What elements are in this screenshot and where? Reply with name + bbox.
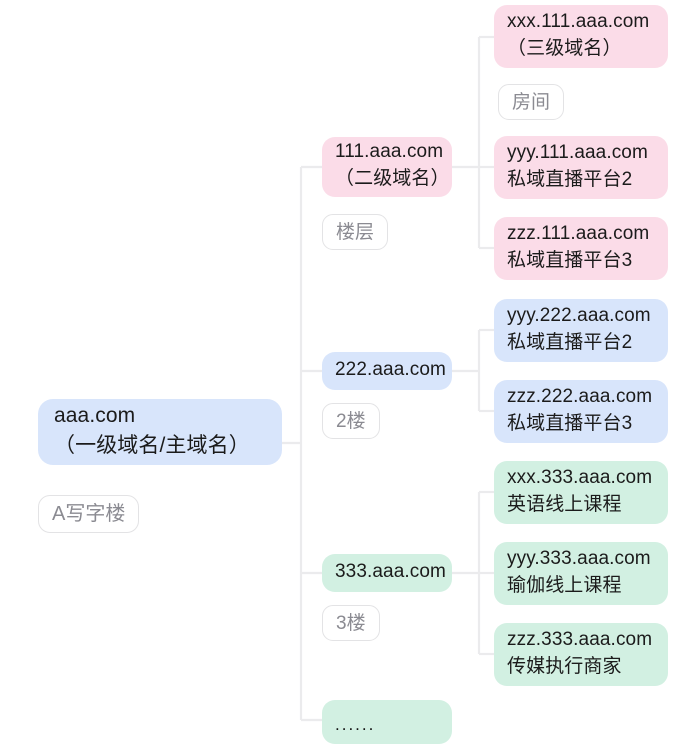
node-root-line2: （一级域名/主域名） (54, 434, 250, 457)
node-leaf-1-3-line1: zzz.111.aaa.com (507, 222, 650, 244)
node-leaf-1-1[interactable]: xxx.111.aaa.com （三级域名） (494, 5, 668, 68)
node-leaf-3-1-line1: xxx.333.aaa.com (507, 466, 653, 488)
node-leaf-3-1-line2: 英语线上课程 (507, 493, 622, 515)
node-leaf-1-2[interactable]: yyy.111.aaa.com 私域直播平台2 (494, 136, 668, 199)
node-leaf-2-1[interactable]: yyy.222.aaa.com 私域直播平台2 (494, 299, 668, 362)
node-leaf-3-2[interactable]: yyy.333.aaa.com 瑜伽线上课程 (494, 542, 668, 605)
node-branch-3-line1: 333.aaa.com (335, 560, 446, 582)
node-branch-1[interactable]: 111.aaa.com （二级域名） (322, 137, 452, 197)
node-root-line1: aaa.com (54, 404, 136, 428)
tag-root: A写字楼 (38, 495, 140, 533)
node-branch-2[interactable]: 222.aaa.com (322, 352, 452, 390)
node-leaf-1-3[interactable]: zzz.111.aaa.com 私域直播平台3 (494, 217, 668, 280)
node-branch-2-line1: 222.aaa.com (335, 358, 446, 380)
node-leaf-3-2-line2: 瑜伽线上课程 (507, 574, 622, 596)
node-branch-1-line2: （二级域名） (335, 168, 450, 189)
node-root[interactable]: aaa.com （一级域名/主域名） (38, 399, 282, 465)
node-leaf-2-2-line2: 私域直播平台3 (507, 412, 633, 434)
node-leaf-1-1-line2: （三级域名） (507, 37, 622, 59)
node-leaf-1-1-line1: xxx.111.aaa.com (507, 10, 650, 32)
tag-branch-2: 2楼 (322, 403, 380, 439)
node-leaf-3-3[interactable]: zzz.333.aaa.com 传媒执行商家 (494, 623, 668, 686)
node-leaf-3-3-line1: zzz.333.aaa.com (507, 628, 653, 650)
node-leaf-3-2-line1: yyy.333.aaa.com (507, 547, 651, 569)
node-leaf-2-1-line1: yyy.222.aaa.com (507, 304, 651, 326)
node-leaf-2-2-line1: zzz.222.aaa.com (507, 385, 653, 407)
tag-leaf-1-1: 房间 (498, 84, 565, 120)
tag-branch-3: 3楼 (322, 605, 380, 641)
node-leaf-3-3-line2: 传媒执行商家 (507, 655, 622, 677)
node-branch-ellipsis[interactable]: ...... (322, 700, 452, 744)
node-leaf-1-2-line1: yyy.111.aaa.com (507, 141, 648, 163)
node-branch-1-line1: 111.aaa.com (335, 141, 444, 163)
node-leaf-1-2-line2: 私域直播平台2 (507, 168, 633, 190)
node-leaf-3-1[interactable]: xxx.333.aaa.com 英语线上课程 (494, 461, 668, 524)
node-leaf-2-1-line2: 私域直播平台2 (507, 331, 633, 353)
node-leaf-1-3-line2: 私域直播平台3 (507, 249, 633, 271)
tag-branch-1: 楼层 (322, 214, 389, 250)
node-branch-3[interactable]: 333.aaa.com (322, 554, 452, 592)
node-leaf-2-2[interactable]: zzz.222.aaa.com 私域直播平台3 (494, 380, 668, 443)
node-branch-ellipsis-line1: ...... (335, 715, 376, 735)
